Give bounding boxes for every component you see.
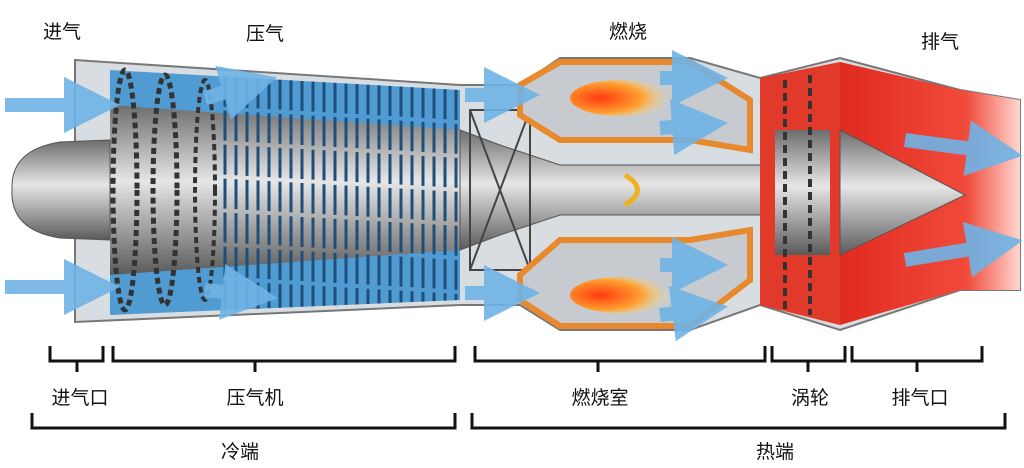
zone-hot: 热端: [756, 441, 794, 463]
section-nozzle: 排气口: [891, 387, 948, 409]
rotation-arrow-icon: [623, 172, 640, 208]
section-compressor: 压气机: [226, 387, 283, 409]
label-exhaust: 排气: [921, 31, 959, 53]
label-compress: 压气: [246, 23, 284, 45]
engine-shaft: [459, 109, 771, 271]
label-intake: 进气: [43, 21, 81, 43]
section-turbine: 涡轮: [791, 387, 829, 409]
turbine-section: [760, 62, 840, 325]
section-inlet: 进气口: [51, 387, 108, 409]
label-combust: 燃烧: [609, 21, 647, 43]
section-brackets: [30, 346, 1007, 430]
fan-blades: [110, 67, 217, 313]
exhaust-section: [839, 62, 1020, 325]
compressor-blades: [223, 76, 458, 311]
zone-cold: 冷端: [221, 441, 259, 463]
airflow-arrows: [5, 50, 1023, 342]
section-combustor: 燃烧室: [571, 387, 628, 409]
inlet-spinner: [11, 139, 111, 241]
compressor-section: [110, 70, 460, 315]
flame-bottom: [570, 277, 670, 313]
flame-top: [570, 80, 670, 116]
